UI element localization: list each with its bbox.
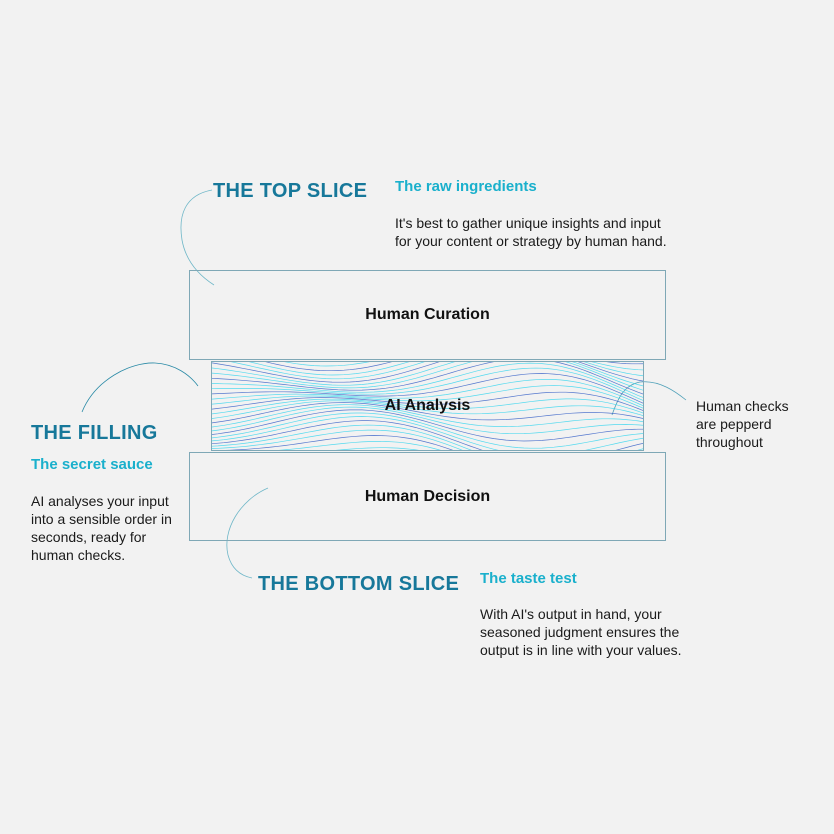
text-line: into a sensible order in — [31, 511, 172, 527]
box-label: Human Curation — [365, 306, 490, 323]
ai-analysis-box: AI Analysis — [211, 361, 644, 451]
bottom-connector — [226, 487, 269, 579]
wave-line — [212, 424, 643, 450]
wave-line — [212, 362, 643, 395]
text-line: output is in line with your values. — [480, 642, 682, 658]
wave-line — [225, 435, 454, 450]
text-line: are pepperd — [696, 416, 772, 432]
top-connector — [180, 189, 215, 286]
wave-line — [212, 398, 643, 415]
wave-line — [335, 447, 420, 450]
text-line: It's best to gather unique insights and … — [395, 215, 661, 231]
wave-line — [212, 404, 643, 428]
wave-line — [212, 400, 643, 419]
text-line: seasoned judgment ensures the — [480, 624, 680, 640]
wave-line — [212, 391, 643, 411]
wave-line — [212, 379, 643, 407]
wave-line — [212, 420, 643, 450]
human-decision-box: Human Decision — [189, 452, 666, 541]
wave-line — [212, 406, 643, 435]
top-subheading: The raw ingredients — [395, 178, 537, 195]
filling-subheading: The secret sauce — [31, 456, 153, 473]
wave-line — [212, 362, 643, 387]
bottom-heading: THE BOTTOM SLICE — [258, 573, 460, 595]
filling-connector — [81, 362, 199, 413]
human-curation-box: Human Curation — [189, 270, 666, 360]
bottom-description: With AI's output in hand, your seasoned … — [480, 605, 682, 659]
wave-line — [212, 362, 643, 398]
wave-line — [212, 402, 643, 424]
text-line: seconds, ready for — [31, 529, 147, 545]
wave-line — [212, 416, 643, 450]
wave-line — [230, 362, 643, 380]
wave-line — [212, 409, 643, 442]
wave-line — [212, 362, 643, 391]
wave-line — [212, 367, 643, 401]
text-line: human checks. — [31, 547, 126, 563]
top-description: It's best to gather unique insights and … — [395, 214, 667, 250]
text-line: for your content or strategy by human ha… — [395, 233, 667, 249]
wave-line — [212, 412, 643, 449]
wave-line — [265, 362, 643, 372]
wave-line — [212, 373, 643, 404]
wave-line — [212, 385, 643, 409]
wave-line — [248, 362, 643, 376]
text-line: Human checks — [696, 398, 789, 414]
box-label: Human Decision — [364, 487, 491, 505]
filling-description: AI analyses your input into a sensible o… — [31, 492, 172, 564]
wave-line — [278, 441, 441, 450]
wave-lines-pattern — [212, 362, 643, 450]
filling-heading: THE FILLING — [31, 422, 158, 444]
text-line: throughout — [696, 434, 763, 450]
text-line: With AI's output in hand, your — [480, 606, 662, 622]
wave-line — [212, 362, 643, 383]
text-line: AI analyses your input — [31, 493, 169, 509]
top-heading: THE TOP SLICE — [213, 180, 368, 202]
bottom-subheading: The taste test — [480, 570, 577, 587]
box-label: AI Analysis — [384, 397, 471, 414]
side-note: Human checks are pepperd throughout — [696, 397, 789, 451]
wave-line — [212, 429, 463, 450]
